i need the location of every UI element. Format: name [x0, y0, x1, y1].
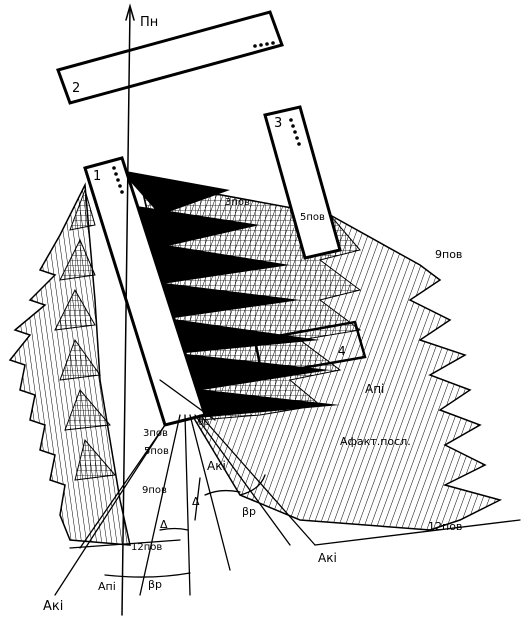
floor-5-panel-label: 5пов [300, 212, 325, 223]
a-ni-bottom-label: Aпі [98, 580, 116, 593]
panel-4-label: 4 [338, 344, 346, 358]
panel-1-label: 1 [93, 169, 101, 184]
panel-2-label: 2 [72, 81, 80, 96]
theta-label: θр [198, 418, 210, 428]
construction-lines [54, 379, 521, 596]
floor-12-right-label: 12пов [428, 520, 462, 533]
floor-5-left-label: 5пов [144, 446, 169, 457]
labels: Пн 2 3 1 4 3пов 5пов 9пов 12пов 3пов 5по… [43, 15, 462, 614]
left-shadow-field [8, 182, 131, 546]
panel-1 [83, 156, 207, 427]
floor-12-left-label: 12пов [131, 542, 162, 553]
a-factual-label: Aфакт.посл. [340, 435, 411, 448]
a-ni-mid-label: Aпі [365, 382, 384, 396]
beta-r-bottom-label: βр [148, 578, 162, 591]
north-axis [121, 3, 135, 616]
floor-3-top-label: 3пов [225, 197, 250, 208]
a-ki-mid-label: Aкі [207, 459, 226, 473]
panel-4 [253, 320, 367, 377]
delta-upper-label: Δ [192, 495, 200, 508]
a-ki-bottom-right-label: Aкі [318, 551, 337, 565]
delta-lower-label: Δ [160, 518, 168, 531]
floor-3-left-label: 3пов [143, 428, 168, 439]
floor-9-right-label: 9пов [435, 248, 462, 261]
floor-9-left-label: 9пов [142, 485, 167, 496]
axis-label-pn: Пн [140, 15, 158, 30]
panel-3 [263, 105, 342, 260]
a-ki-bottom-left-label: Aкі [43, 599, 63, 614]
panel-3-label: 3 [274, 116, 282, 131]
beta-r-mid-label: βр [242, 505, 256, 518]
panel-2 [56, 10, 284, 105]
